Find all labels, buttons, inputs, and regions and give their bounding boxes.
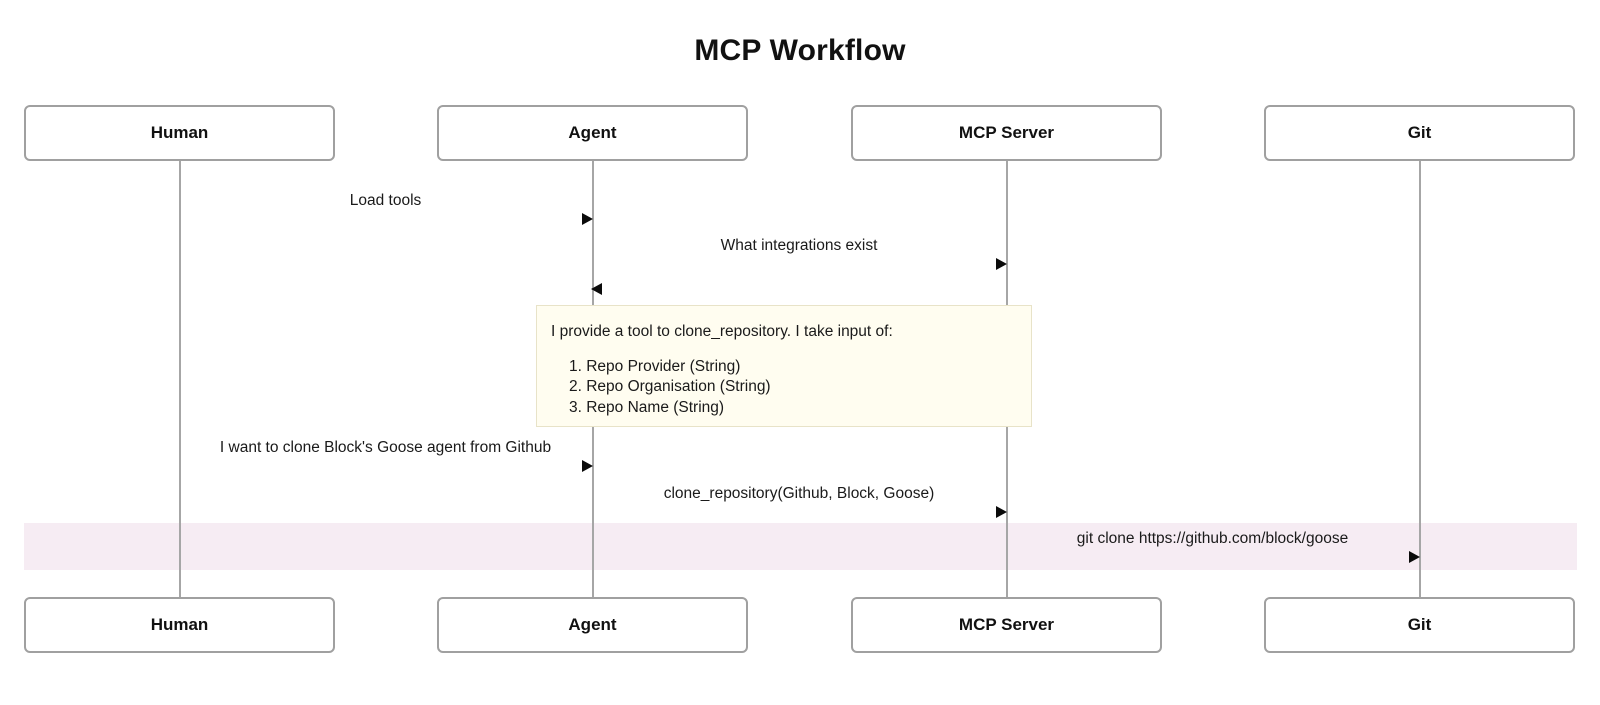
note-clone-repository-tool: I provide a tool to clone_repository. I …: [536, 305, 1032, 427]
highlight-band: [24, 523, 1577, 570]
message-label: Load tools: [349, 192, 422, 209]
participant-human-bottom[interactable]: Human: [24, 597, 335, 653]
arrowhead-icon: [591, 282, 602, 295]
arrowhead-icon: [996, 257, 1007, 270]
diagram-title: MCP Workflow: [694, 34, 906, 67]
participant-mcpserver-top[interactable]: MCP Server: [851, 105, 1162, 161]
note-list-item: 3. Repo Name (String): [569, 398, 725, 416]
participant-agent-bottom[interactable]: Agent: [437, 597, 748, 653]
arrowhead-icon: [996, 505, 1007, 518]
message-clone-repository-call: clone_repository(Github, Block, Goose): [592, 485, 1007, 518]
arrowhead-icon: [1409, 550, 1420, 563]
note-list-item: 1. Repo Provider (String): [569, 357, 741, 375]
participant-label: Human: [150, 123, 209, 142]
note-list-item: 2. Repo Organisation (String): [569, 378, 771, 395]
note-heading: I provide a tool to clone_repository. I …: [551, 323, 893, 340]
participant-label: Human: [150, 615, 209, 634]
participant-git-top[interactable]: Git: [1264, 105, 1575, 161]
participant-agent-top[interactable]: Agent: [437, 105, 748, 161]
participant-label: Agent: [568, 123, 617, 142]
message-label: I want to clone Block's Goose agent from…: [219, 439, 552, 456]
message-clone-request: I want to clone Block's Goose agent from…: [179, 439, 593, 472]
participant-label: MCP Server: [958, 123, 1055, 142]
message-label: What integrations exist: [720, 237, 878, 254]
arrowhead-icon: [582, 212, 593, 225]
message-label: git clone https://github.com/block/goose: [1076, 530, 1349, 547]
message-label: clone_repository(Github, Block, Goose): [663, 485, 935, 502]
message-integrations-response: [591, 266, 1006, 295]
message-load-tools: Load tools: [179, 192, 593, 225]
note-item-list: 1. Repo Provider (String) 2. Repo Organi…: [551, 357, 1031, 419]
participant-label: Agent: [568, 615, 617, 634]
lifeline-human: [179, 160, 181, 597]
lifeline-git: [1419, 160, 1421, 597]
participant-git-bottom[interactable]: Git: [1264, 597, 1575, 653]
participant-mcpserver-bottom[interactable]: MCP Server: [851, 597, 1162, 653]
participant-label: Git: [1407, 615, 1432, 634]
arrowhead-icon: [582, 459, 593, 472]
participant-label: Git: [1407, 123, 1432, 142]
participant-human-top[interactable]: Human: [24, 105, 335, 161]
message-what-integrations-exist: What integrations exist: [592, 237, 1007, 270]
participant-label: MCP Server: [958, 615, 1055, 634]
message-git-clone: git clone https://github.com/block/goose: [1006, 530, 1420, 563]
